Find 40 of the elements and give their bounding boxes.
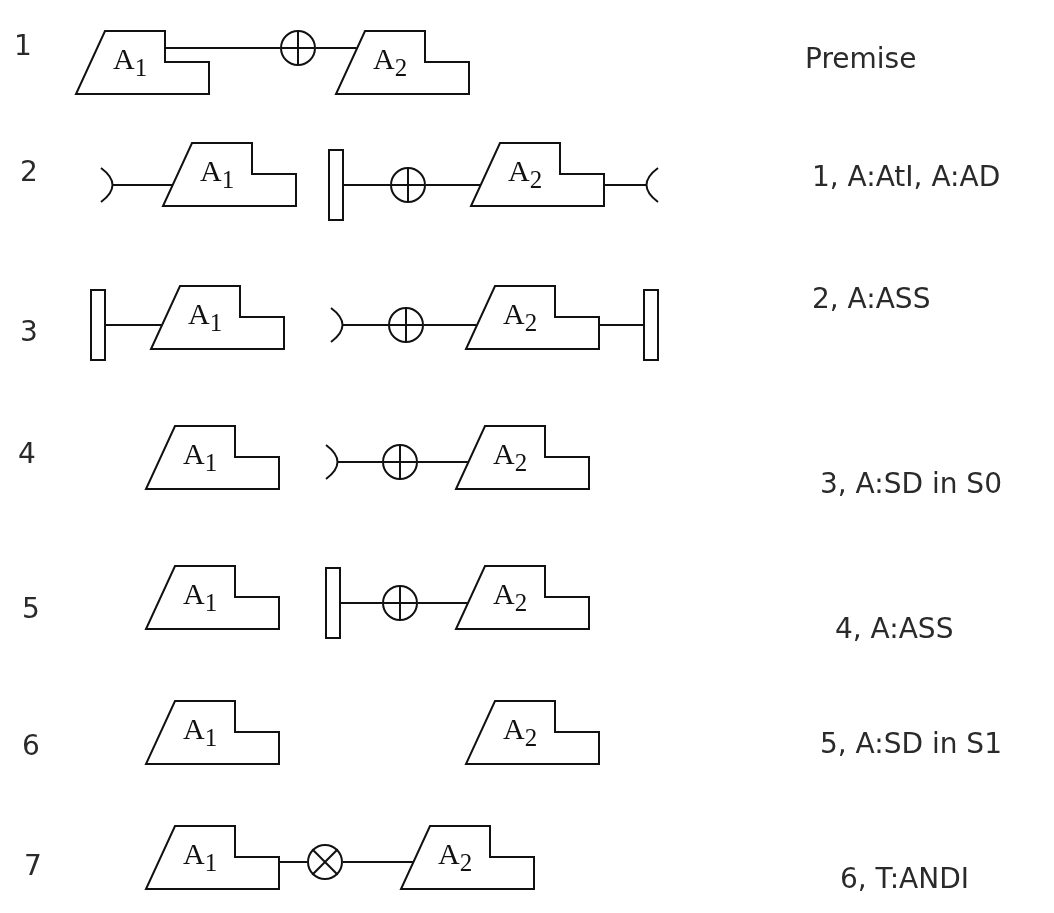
justification-text: 3, A:SD in S0: [820, 470, 1002, 498]
node-label: A$_{2}$: [503, 299, 538, 335]
connector-line: [599, 324, 644, 326]
connector-line: [336, 461, 383, 463]
justification-text: 4, A:ASS: [835, 615, 954, 643]
connector-line: [341, 324, 389, 326]
row-number: 3: [20, 318, 38, 346]
node-label: A$_{1}$: [183, 579, 218, 615]
connector-line: [343, 184, 391, 186]
node-label: A$_{1}$: [200, 156, 235, 192]
connector-line: [342, 861, 414, 863]
node-label: A$_{1}$: [113, 44, 148, 80]
connector-line: [417, 461, 469, 463]
connector-line: [423, 324, 478, 326]
node-label: A$_{2}$: [373, 44, 408, 80]
row-number: 7: [24, 852, 42, 880]
node-label: A$_{2}$: [493, 439, 528, 475]
connector-line: [105, 324, 163, 326]
node-label: A$_{2}$: [503, 714, 538, 750]
node-label: A$_{1}$: [183, 839, 218, 875]
row-number: 5: [22, 595, 40, 623]
justification-text: 6, T:ANDI: [840, 865, 969, 893]
justification-text: 1, A:AtI, A:AD: [812, 163, 1001, 191]
node-label: A$_{2}$: [508, 156, 543, 192]
row-number: 6: [22, 732, 40, 760]
connector-line: [279, 861, 308, 863]
row-number: 1: [14, 32, 32, 60]
row-number: 4: [18, 440, 36, 468]
connector-line: [417, 602, 469, 604]
justification-text: Premise: [805, 45, 917, 73]
node-label: A$_{2}$: [438, 839, 473, 875]
row-number: 2: [20, 158, 38, 186]
justification-text: 2, A:ASS: [812, 285, 931, 313]
connector-line: [604, 184, 648, 186]
node-label: A$_{2}$: [493, 579, 528, 615]
node-label: A$_{1}$: [188, 299, 223, 335]
connector-line: [340, 602, 383, 604]
justification-text: 5, A:SD in S1: [820, 730, 1002, 758]
node-label: A$_{1}$: [183, 714, 218, 750]
node-label: A$_{1}$: [183, 439, 218, 475]
